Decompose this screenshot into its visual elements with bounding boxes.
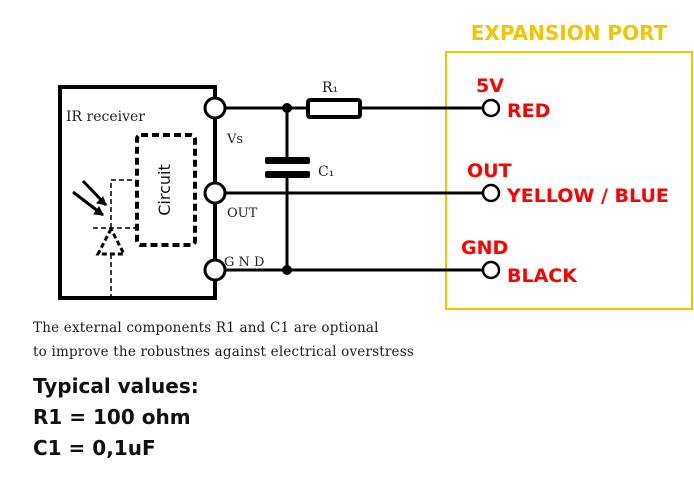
typical-values-heading: Typical values:: [33, 374, 199, 398]
port-pin-5v: [481, 98, 501, 118]
capacitor-label: C₁: [318, 164, 334, 180]
pin-vs: [203, 96, 227, 120]
port-signal-out: OUT: [467, 160, 512, 182]
resistor-r1: [306, 98, 362, 119]
note-line-1: The external components R1 and C1 are op…: [33, 320, 379, 336]
wiring-diagram: EXPANSION PORT IR receiver Circuit R₁ C₁: [58, 21, 693, 310]
circuit-label: Circuit: [155, 164, 174, 216]
port-signal-gnd: GND: [461, 237, 508, 259]
port-wire-yellow-blue: YELLOW / BLUE: [506, 185, 669, 207]
capacitor-c1: [265, 157, 310, 178]
circuit-block: [135, 133, 197, 247]
wires: [225, 106, 483, 272]
expansion-port-box: [445, 51, 693, 310]
pin-out: [203, 181, 227, 205]
typical-value-r1: R1 = 100 ohm: [33, 405, 191, 429]
typical-value-c1: C1 = 0,1uF: [33, 436, 156, 460]
pin-out-label: OUT: [227, 206, 258, 221]
ir-receiver-title: IR receiver: [66, 109, 145, 125]
junction-dot: [282, 265, 292, 275]
photodiode-icon: [72, 179, 137, 296]
pin-gnd-label: G N D: [224, 255, 264, 270]
resistor-label: R₁: [322, 80, 338, 96]
expansion-port-title: EXPANSION PORT: [471, 21, 668, 45]
port-pin-out: [481, 183, 501, 203]
junction-dot: [282, 103, 292, 113]
port-wire-red: RED: [507, 100, 550, 122]
port-signal-5v: 5V: [476, 75, 504, 97]
note-line-2: to improve the robustnes against electri…: [33, 344, 414, 360]
port-wire-black: BLACK: [507, 265, 578, 287]
pin-gnd: [203, 258, 227, 282]
pin-vs-label: Vs: [226, 132, 243, 147]
port-pin-gnd: [481, 260, 501, 280]
